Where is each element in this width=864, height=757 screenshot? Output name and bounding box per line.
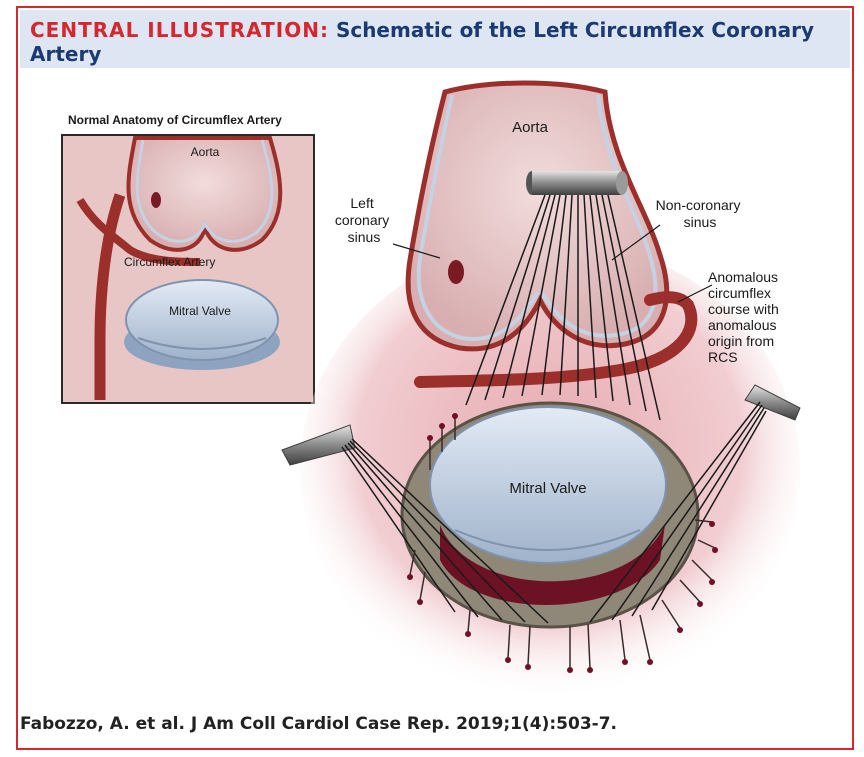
inset-aorta-label: Aorta <box>191 145 220 159</box>
inset-title: Normal Anatomy of Circumflex Artery <box>68 113 282 127</box>
left-sinus-label: Left coronary sinus <box>335 195 393 245</box>
non-coronary-label: Non-coronary sinus <box>656 197 745 230</box>
inset-panel <box>62 135 314 403</box>
main-diagram <box>282 83 800 700</box>
inset-artery-label: Circumflex Artery <box>124 255 215 269</box>
main-aorta-label: Aorta <box>512 119 549 136</box>
main-valve-label: Mitral Valve <box>509 480 586 497</box>
citation: Fabozzo, A. et al. J Am Coll Cardiol Cas… <box>20 714 617 734</box>
inset-valve-label: Mitral Valve <box>169 304 231 318</box>
